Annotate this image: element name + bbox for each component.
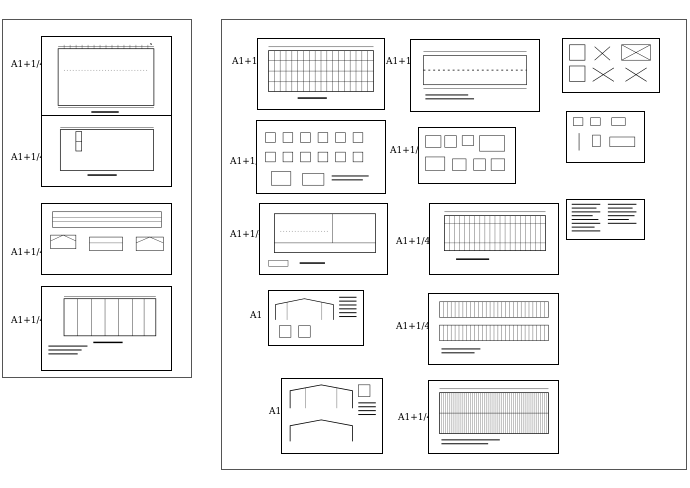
roof-panel-drawing bbox=[439, 388, 549, 445]
sheet-label: A1+1/4 bbox=[396, 322, 431, 332]
drawing-sheet[interactable] bbox=[429, 203, 559, 275]
column-detail-drawing bbox=[265, 132, 369, 186]
plan-drawing bbox=[268, 213, 376, 267]
drawing-sheet[interactable] bbox=[281, 378, 383, 454]
drawing-sheet[interactable] bbox=[418, 127, 516, 184]
brace-detail-drawing bbox=[569, 44, 651, 82]
sheet-label: A1+1/4 bbox=[230, 230, 265, 240]
sheet-label: A1+1/4 bbox=[11, 248, 46, 258]
svg-text:N: N bbox=[150, 42, 152, 46]
sheet-label: A1+1/4 bbox=[11, 60, 46, 70]
drawing-sheet[interactable] bbox=[268, 290, 364, 346]
drawing-sheet[interactable] bbox=[256, 120, 386, 194]
drawing-sheet[interactable] bbox=[259, 203, 388, 275]
drawing-sheet[interactable] bbox=[41, 203, 172, 275]
drawing-sheet[interactable] bbox=[257, 38, 385, 110]
drawing-sheet[interactable] bbox=[41, 115, 172, 187]
drawing-sheet[interactable] bbox=[562, 38, 660, 93]
sheet-label: A1+1/4 bbox=[396, 237, 431, 247]
notes-sheet bbox=[571, 203, 637, 232]
sheet-label: A1+1/4 bbox=[398, 413, 433, 423]
plan-drawing: N bbox=[57, 42, 155, 113]
drawing-sheet[interactable] bbox=[41, 286, 172, 371]
framing-plan-drawing bbox=[444, 211, 546, 260]
sheet-label: A1+1/4 bbox=[386, 57, 421, 67]
sheet-label: A1 bbox=[269, 407, 282, 417]
drawing-sheet[interactable] bbox=[566, 199, 645, 240]
sheet-label: A1 bbox=[250, 311, 263, 321]
left-panel: A1+1/4 A1+1/4 A1+1/4 A1+1/4 N bbox=[2, 19, 192, 378]
drawing-sheet[interactable] bbox=[566, 111, 645, 163]
right-panel: A1+1/4 A1+1/4 A1+1/4 A1+1/4 A1+1/4 A1+1/… bbox=[221, 19, 687, 470]
sheet-label: A1+1/4 bbox=[11, 153, 46, 163]
connection-detail-drawing bbox=[573, 117, 636, 151]
drawing-sheet[interactable] bbox=[428, 380, 559, 454]
sheet-label: A1+1/4 bbox=[232, 57, 267, 67]
foundation-drawing bbox=[48, 296, 157, 355]
elevation-drawing bbox=[439, 301, 549, 354]
sheet-label: A1+1/4 bbox=[11, 316, 46, 326]
plan-drawing bbox=[59, 127, 154, 176]
drawing-sheet[interactable] bbox=[410, 39, 540, 112]
purlin-drawing bbox=[423, 51, 527, 100]
elevation-drawing bbox=[50, 211, 164, 251]
roof-grid-drawing bbox=[268, 46, 374, 99]
beam-detail-drawing bbox=[425, 135, 505, 171]
portal-frame-drawing bbox=[289, 384, 376, 442]
sheet-label: A1+1/4 bbox=[230, 157, 265, 167]
frame-drawing bbox=[275, 296, 357, 338]
drawing-sheet[interactable]: N bbox=[41, 36, 172, 124]
sheet-label: A1+1/4 bbox=[390, 146, 425, 156]
drawing-sheet[interactable] bbox=[428, 293, 559, 365]
